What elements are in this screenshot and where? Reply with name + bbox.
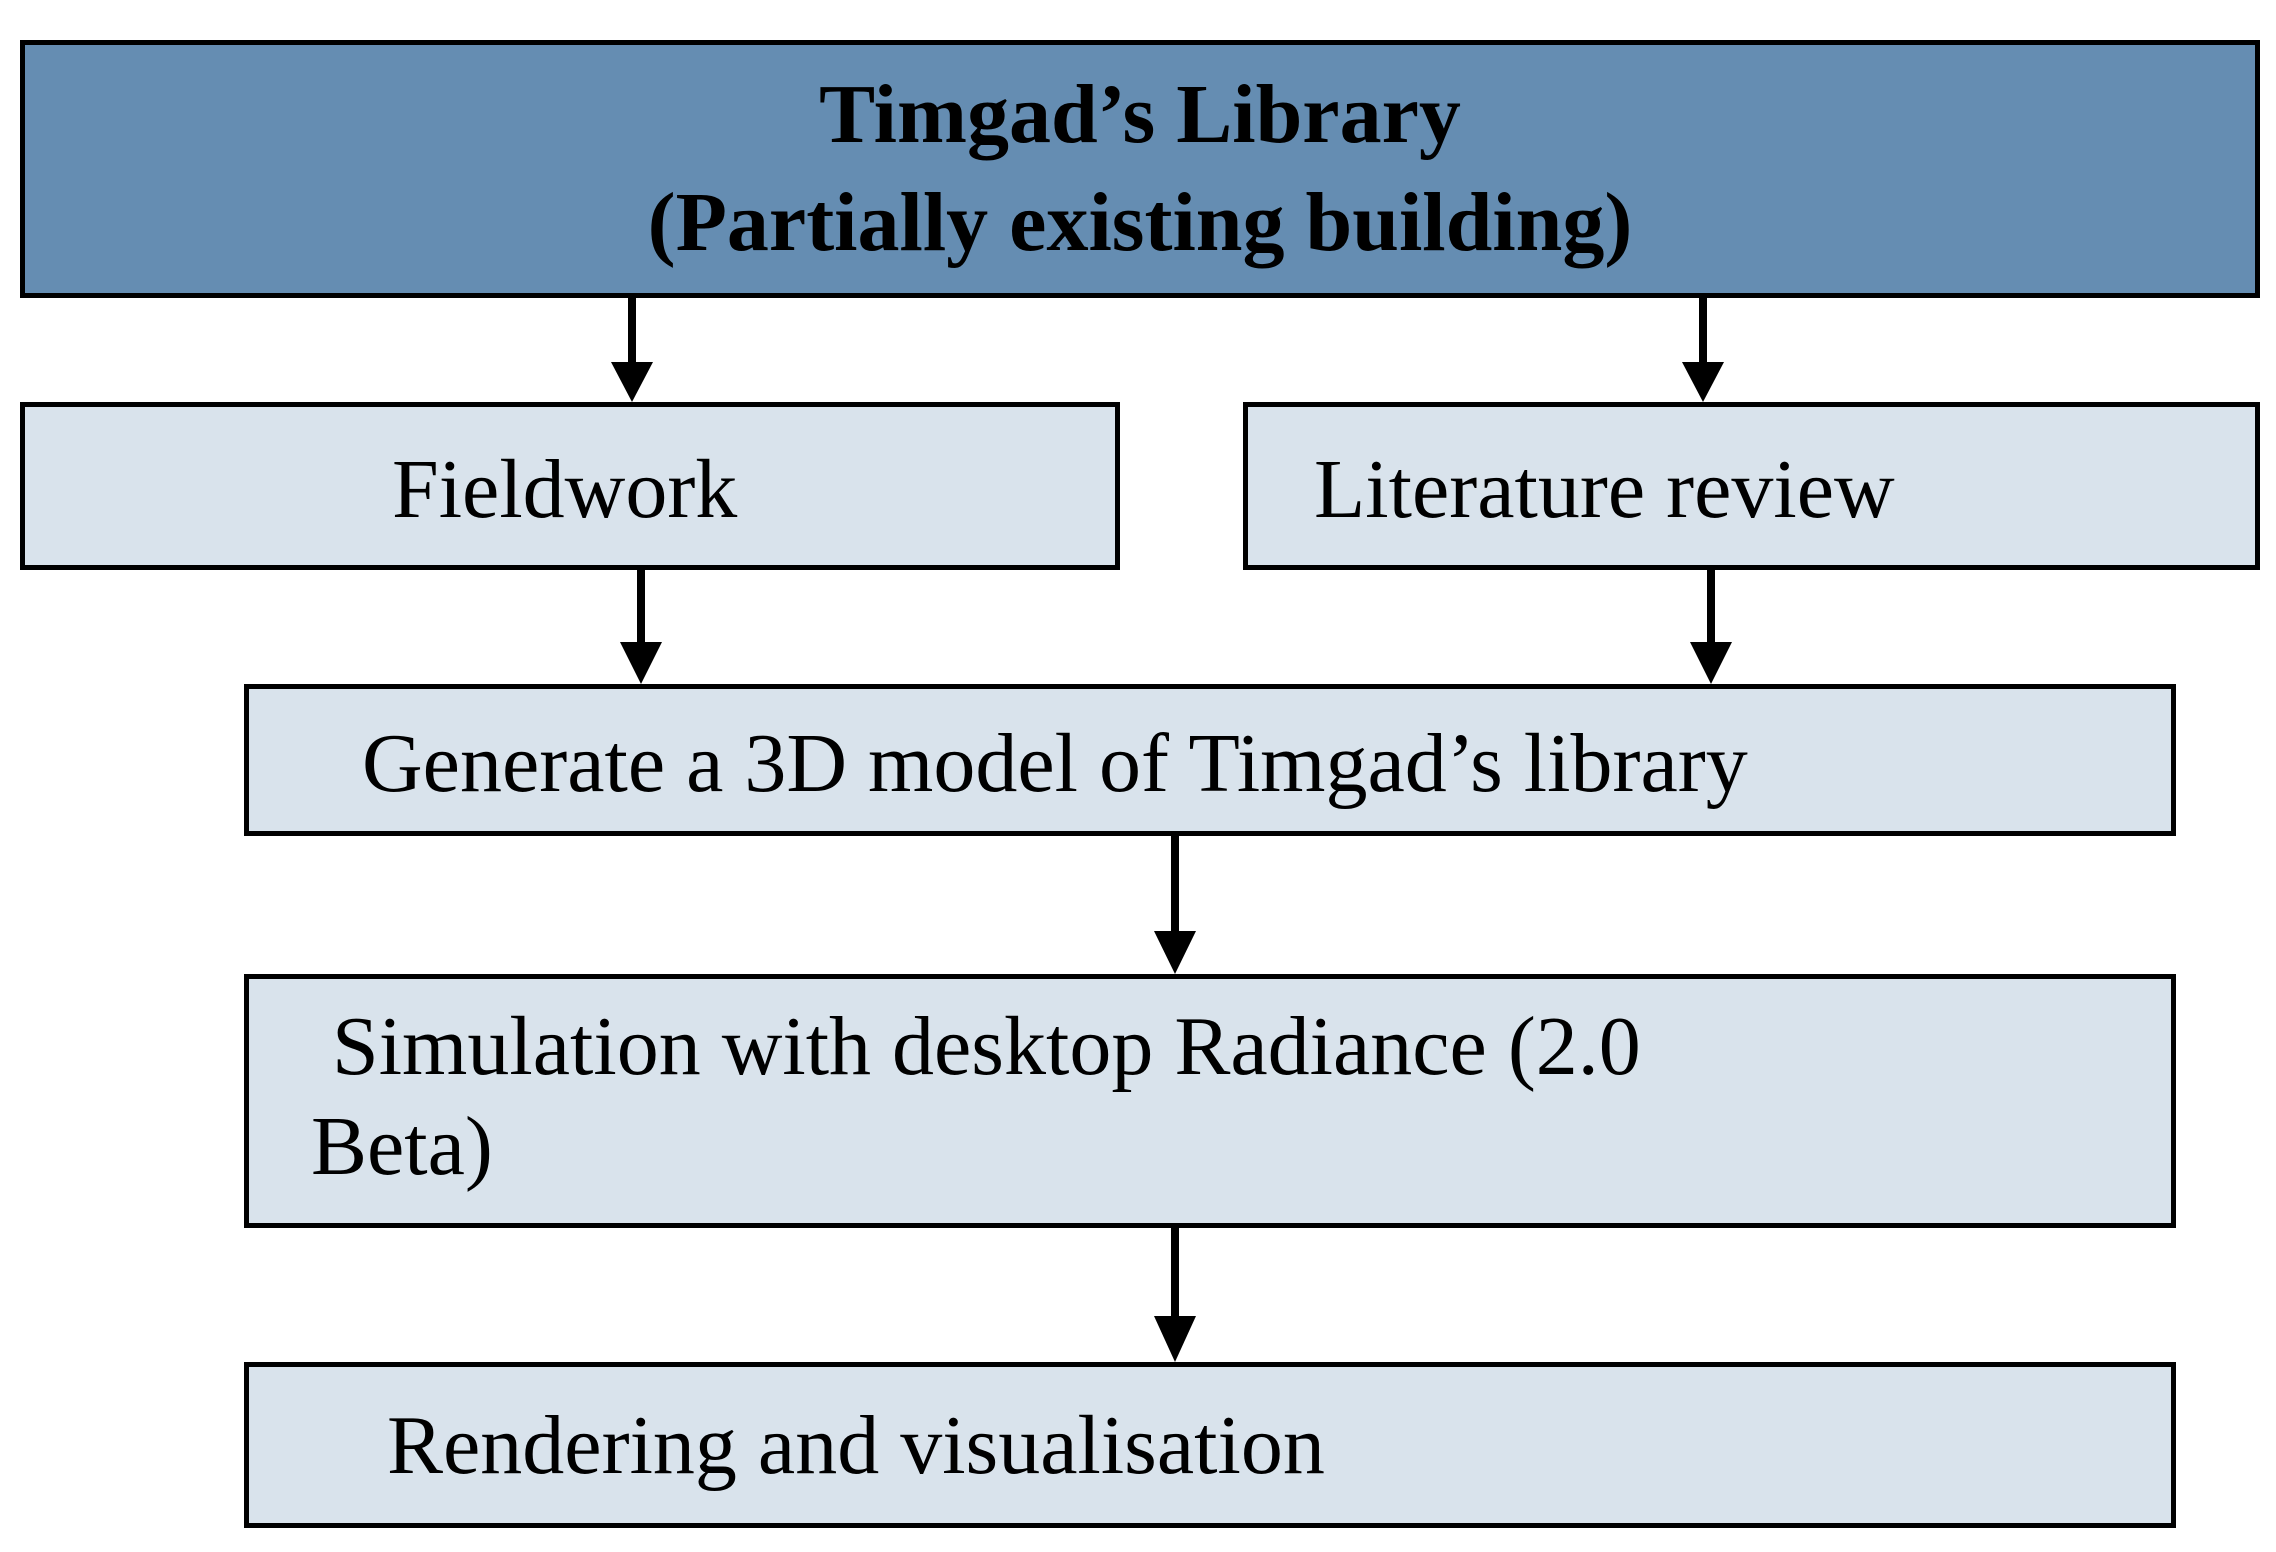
model-label: Generate a 3D model of Timgad’s library	[362, 717, 1748, 810]
literature-label: Literature review	[1314, 443, 1895, 536]
box-simulation: Simulation with desktop Radiance (2.0 Be…	[244, 974, 2176, 1228]
box-timgad-library: Timgad’s Library (Partially existing bui…	[20, 40, 2260, 298]
simulation-label-line1: Simulation with desktop Radiance (2.0	[311, 1000, 1641, 1093]
arrow-model-to-simulation	[1154, 834, 1196, 974]
arrow-fieldwork-to-model	[620, 570, 662, 684]
box-generate-3d-model: Generate a 3D model of Timgad’s library	[244, 684, 2176, 836]
arrow-header-to-literature	[1682, 298, 1724, 402]
arrow-simulation-to-rendering	[1154, 1226, 1196, 1362]
rendering-label: Rendering and visualisation	[387, 1399, 1325, 1492]
box-rendering-visualisation: Rendering and visualisation	[244, 1362, 2176, 1528]
header-subtitle: (Partially existing building)	[647, 176, 1633, 269]
arrow-header-to-fieldwork	[611, 298, 653, 402]
box-fieldwork: Fieldwork	[20, 402, 1120, 570]
box-literature-review: Literature review	[1243, 402, 2260, 570]
fieldwork-label: Fieldwork	[392, 443, 738, 536]
simulation-label: Simulation with desktop Radiance (2.0 Be…	[311, 997, 1641, 1197]
simulation-label-line2: Beta)	[311, 1100, 493, 1193]
arrow-literature-to-model	[1690, 570, 1732, 684]
header-title: Timgad’s Library	[819, 68, 1461, 161]
